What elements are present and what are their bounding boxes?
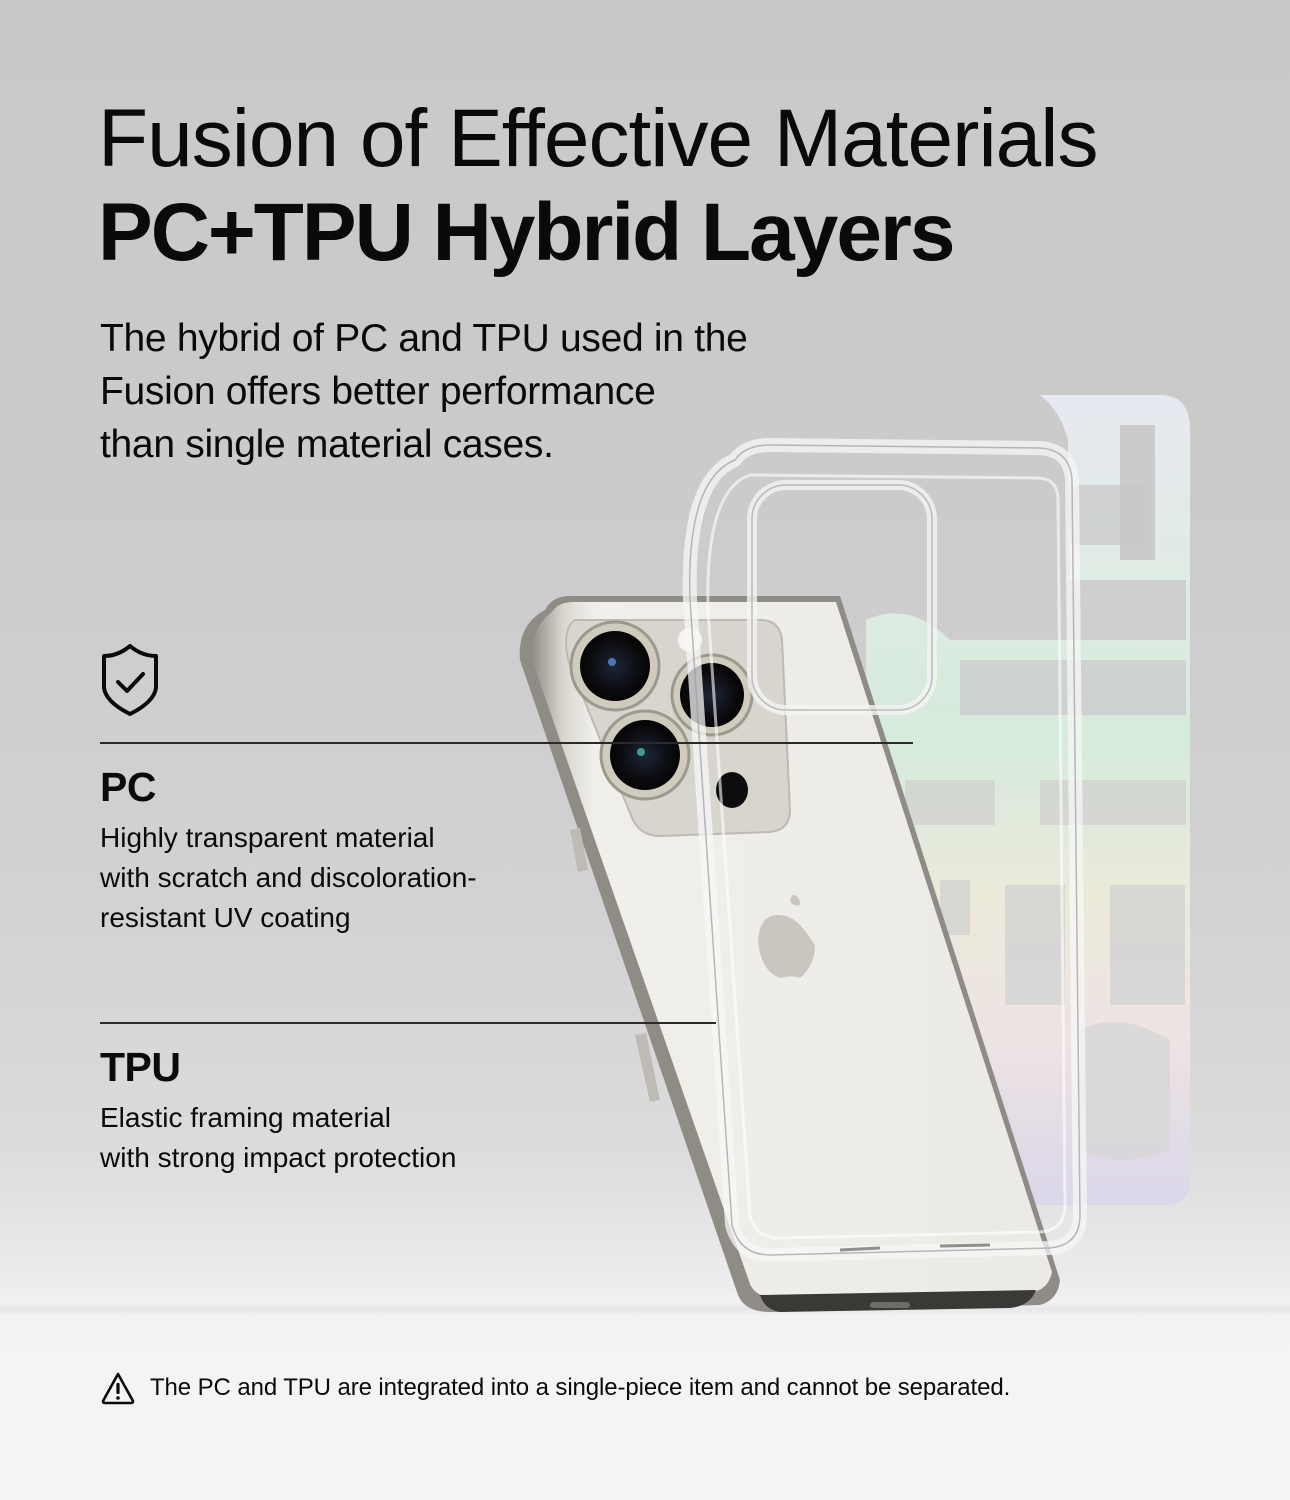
feature-desc-line: with scratch and discoloration- [100, 862, 477, 893]
intro-line: than single material cases. [100, 423, 554, 466]
notice: The PC and TPU are integrated into a sin… [100, 1368, 1010, 1408]
notice-text: The PC and TPU are integrated into a sin… [150, 1374, 1011, 1401]
shield-check-icon [102, 644, 158, 716]
headline-line-2: PC+TPU Hybrid Layers [98, 187, 955, 278]
feature-desc-line: resistant UV coating [100, 902, 351, 933]
phone-body [519, 596, 1060, 1312]
clear-case [682, 438, 1087, 1262]
feature-desc-tpu: Elastic framing material with strong imp… [100, 1098, 456, 1178]
intro-paragraph: The hybrid of PC and TPU used in the Fus… [100, 312, 880, 471]
back-panel [866, 395, 1190, 1205]
tpu-divider [100, 1022, 716, 1024]
feature-title-tpu: TPU [100, 1044, 181, 1090]
feature-desc-line: Elastic framing material [100, 1102, 391, 1133]
headline: Fusion of Effective Materials PC+TPU Hyb… [98, 92, 1218, 280]
warning-triangle-icon [101, 1372, 135, 1405]
pc-divider [100, 742, 913, 744]
headline-line-1: Fusion of Effective Materials [98, 93, 1098, 184]
feature-desc-line: Highly transparent material [100, 822, 435, 853]
floor-shadow [0, 1302, 1290, 1316]
intro-line: Fusion offers better performance [100, 370, 656, 413]
feature-desc-pc: Highly transparent material with scratch… [100, 818, 477, 938]
intro-line: The hybrid of PC and TPU used in the [100, 317, 748, 360]
feature-desc-line: with strong impact protection [100, 1142, 457, 1173]
feature-title-pc: PC [100, 764, 156, 810]
